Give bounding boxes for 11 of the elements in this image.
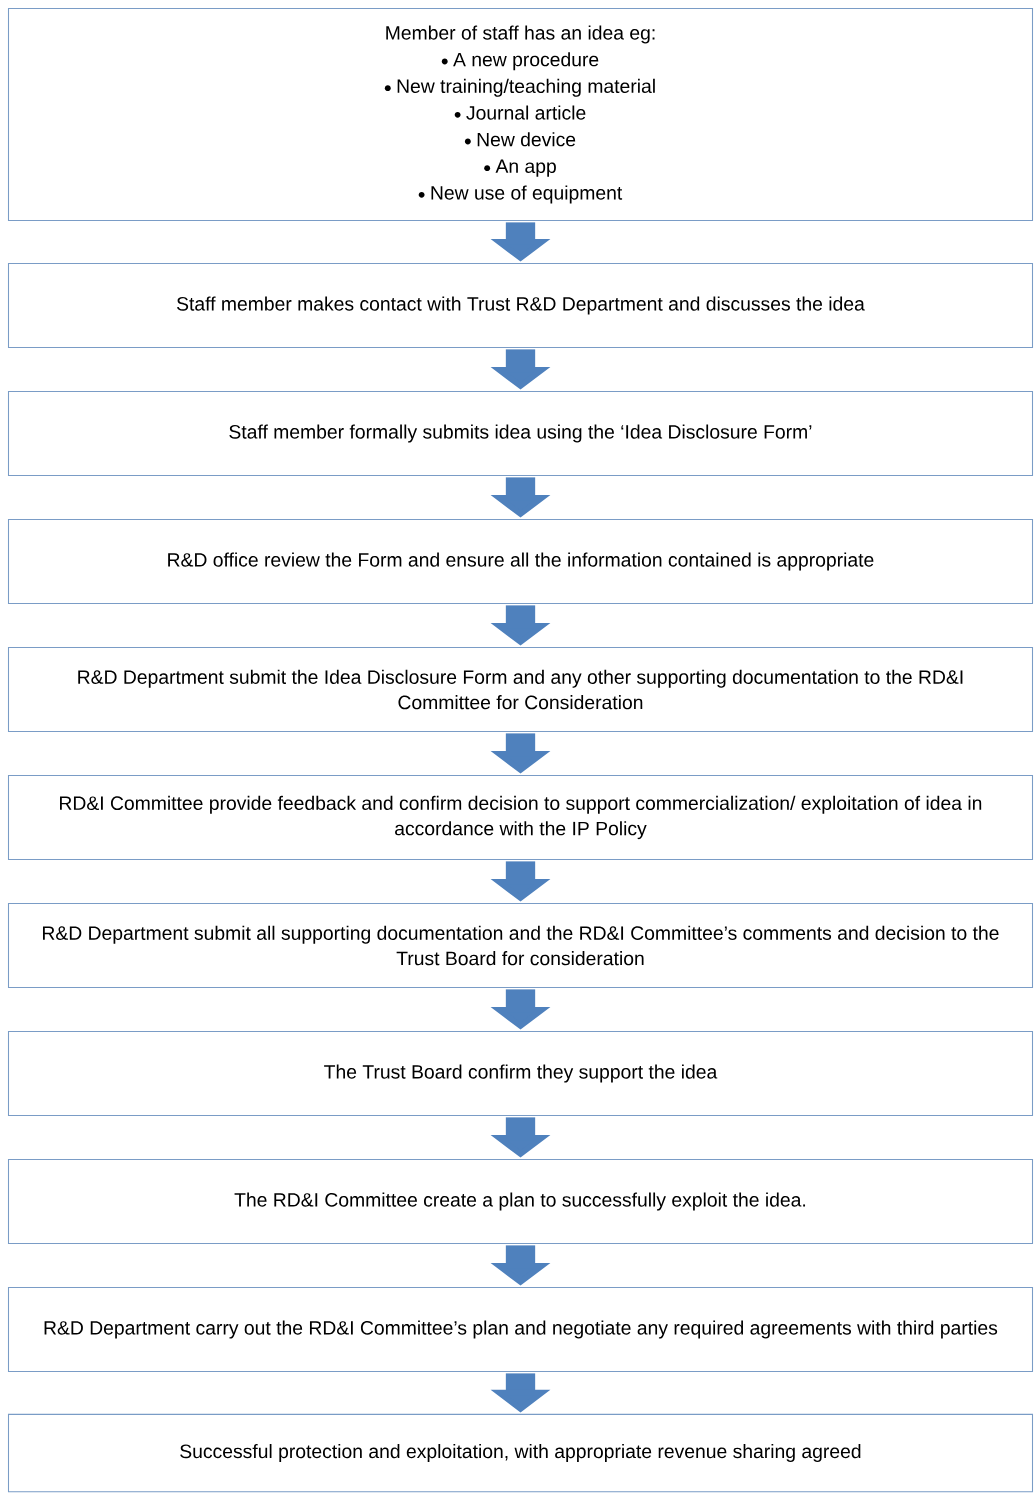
process-box: Successful protection and exploitation, with appropriate revenue sharing agreed — [7, 1413, 1034, 1493]
process-box: Staff member formally submits idea using the ‘Idea Disclosure Form’ — [7, 390, 1034, 477]
process-box: R&D Department submit all supporting documentation and the RD&I Committee’s comments and decision to the Trust Board for consideration — [7, 902, 1034, 989]
process-box: The Trust Board confirm they support the idea — [7, 1030, 1034, 1117]
process-box: Staff member makes contact with Trust R&D Department and discusses the idea — [7, 262, 1034, 349]
process-box: Member of staff has an idea eg: A new procedure New training/teaching material Journal article New device An app New use of equipment — [7, 7, 1034, 222]
process-box: RD&I Committee provide feedback and confirm decision to support commercialization/ exploitation of idea in accordance with the IP Policy — [7, 774, 1034, 861]
process-box: R&D office review the Form and ensure all the information contained is appropriate — [7, 518, 1034, 605]
process-box: R&D Department submit the Idea Disclosure Form and any other supporting documentation to the RD&I Committee for Consideration — [7, 646, 1034, 733]
process-box: R&D Department carry out the RD&I Committee’s plan and negotiate any required agreements with third parties — [7, 1286, 1034, 1373]
process-box: The RD&I Committee create a plan to successfully exploit the idea. — [7, 1158, 1034, 1245]
